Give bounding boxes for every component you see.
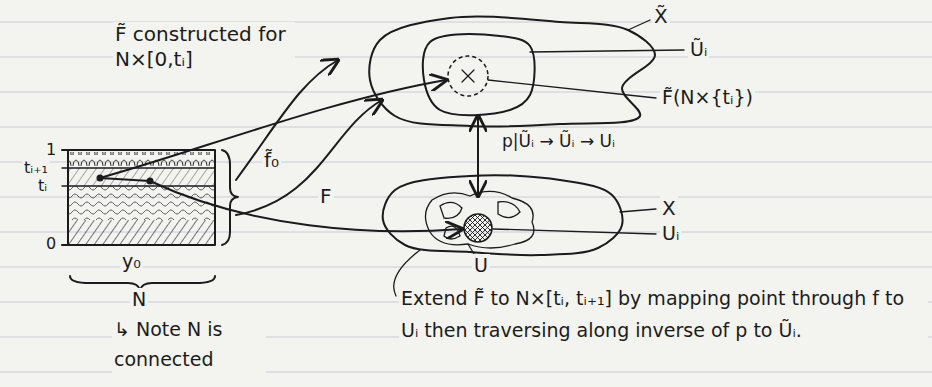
open-cover-scribble <box>425 191 533 248</box>
set-name: Ũᵢ <box>688 38 709 62</box>
leader-line <box>620 209 656 212</box>
space-outline <box>383 175 623 255</box>
axis-tick: tᵢ₊₁ <box>22 158 50 178</box>
projection-label: p|Ũᵢ → Ũᵢ → Uᵢ <box>500 131 617 152</box>
point-mark <box>462 70 474 82</box>
map-arrow <box>100 80 446 178</box>
map-arrow <box>236 100 382 215</box>
leader-line <box>493 229 656 234</box>
map-name: f̃₀ <box>262 148 281 173</box>
leader-line <box>468 244 474 254</box>
map-name: F <box>318 184 334 209</box>
space-name: X̃ <box>652 4 670 29</box>
axis-tick: 0 <box>44 234 58 254</box>
leader-line <box>488 80 656 98</box>
axis-tick: 1 <box>44 140 58 160</box>
point-name: y₀ <box>120 250 143 274</box>
sheet-outline <box>423 34 535 115</box>
space-name: X <box>660 196 678 221</box>
leader-line <box>628 20 650 30</box>
extension-note: Extend F̃ to N×[tᵢ, tᵢ₊₁] by mapping poi… <box>399 282 928 346</box>
space-outline <box>369 16 655 126</box>
set-name: U <box>472 254 490 278</box>
bracket <box>222 150 238 245</box>
image-name: F̃(N×{tᵢ}) <box>660 86 755 110</box>
image-set <box>448 56 488 96</box>
projection-arrow <box>477 116 479 196</box>
leader-line <box>530 50 684 52</box>
map-arrow <box>150 181 462 231</box>
set-name: N <box>130 288 148 312</box>
set-name: Uᵢ <box>660 222 681 246</box>
side-note: ↳ Note N is connected <box>112 314 266 374</box>
axis-tick: tᵢ <box>36 176 49 196</box>
construction-note: F̃ constructed for N×[0,tᵢ] <box>113 22 295 72</box>
